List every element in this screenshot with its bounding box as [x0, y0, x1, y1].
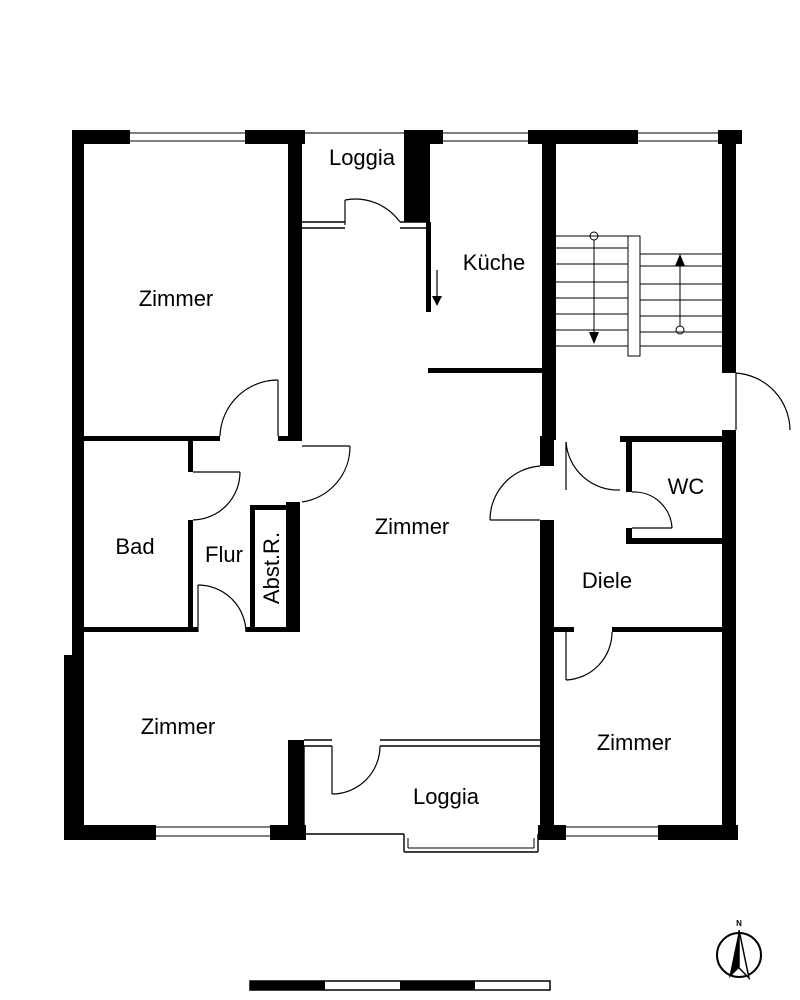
label-flur: Flur — [205, 542, 243, 567]
label-zimmer-bottom-left: Zimmer — [141, 714, 216, 739]
north-arrow-icon: N — [716, 919, 762, 981]
room-labels: Zimmer Loggia Küche Zimmer Bad Flur Abst… — [115, 145, 704, 809]
exterior-walls — [64, 130, 742, 840]
label-kueche: Küche — [463, 250, 525, 275]
label-loggia-top: Loggia — [329, 145, 396, 170]
scale-bar — [249, 980, 551, 991]
north-label: N — [736, 919, 742, 928]
label-zimmer-top-left: Zimmer — [139, 286, 214, 311]
staircase — [556, 231, 722, 357]
door-swings — [192, 198, 791, 795]
label-bad: Bad — [115, 534, 154, 559]
label-loggia-bottom: Loggia — [413, 784, 480, 809]
label-abstellraum: Abst.R. — [259, 532, 284, 604]
label-diele: Diele — [582, 568, 632, 593]
label-zimmer-bottom-right: Zimmer — [597, 730, 672, 755]
label-wc: WC — [668, 474, 705, 499]
label-zimmer-center: Zimmer — [375, 514, 450, 539]
interior-walls — [72, 130, 736, 853]
